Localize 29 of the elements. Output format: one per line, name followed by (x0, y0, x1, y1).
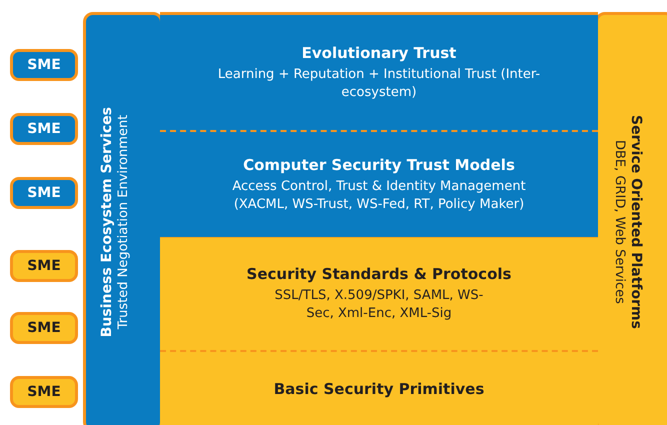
layer-band (160, 237, 598, 350)
description: SSL/TLS, X.509/SPKI, SAML, WS-Sec, Xml-Enc, XML-Sig (274, 287, 484, 323)
heading: Security Standards & Protocols (246, 265, 512, 284)
layer-band (160, 350, 598, 425)
heading: Business Ecosystem Services (99, 106, 116, 338)
heading: Computer Security Trust Models (243, 156, 515, 174)
sme-box (10, 177, 78, 209)
side-pillar (595, 12, 667, 425)
layer-band (160, 12, 598, 130)
description: DBE, GRID, Web Services (610, 140, 628, 304)
box-label: SME (27, 185, 61, 201)
description: Access Control, Trust & Identity Management (XACML, WS-Trust, WS-Fed, RT, Policy Maker) (231, 178, 527, 214)
heading: Service Oriented Platforms (628, 115, 644, 329)
box-label: SME (27, 320, 61, 336)
description: Trusted Negotiation Environment (115, 114, 132, 330)
sme-box (10, 49, 78, 81)
box-label: SME (27, 121, 61, 137)
heading: Evolutionary Trust (302, 44, 456, 62)
layer-band (160, 130, 598, 237)
heading: Basic Security Primitives (274, 380, 484, 398)
box-label: SME (27, 258, 61, 274)
description: Learning + Reputation + Institutional Trust (Inter-ecosystem) (216, 66, 542, 102)
sme-box (10, 250, 78, 282)
box-label: SME (27, 384, 61, 400)
sme-box (10, 113, 78, 145)
sme-box (10, 312, 78, 344)
box-label: SME (27, 57, 61, 73)
sme-box (10, 376, 78, 408)
side-pillar (83, 12, 163, 425)
